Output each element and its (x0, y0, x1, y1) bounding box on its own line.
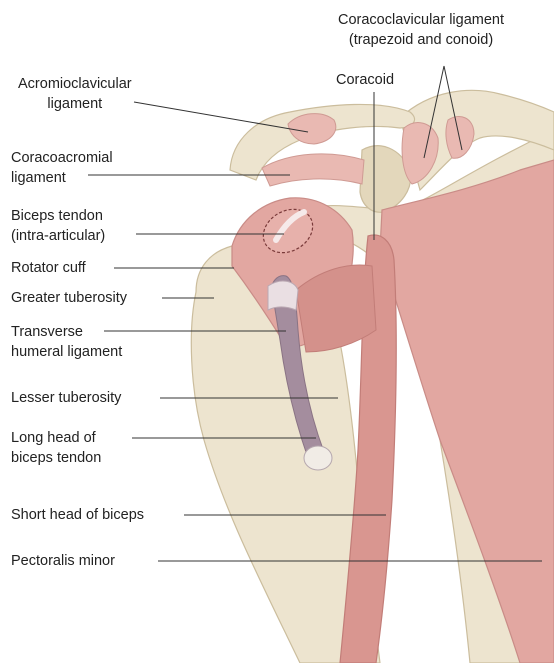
label-lesser-tuberosity-text: Lesser tuberosity (11, 388, 121, 408)
label-long-head-biceps: Long head of biceps tendon (11, 428, 101, 468)
label-acromioclavicular-line1: Acromioclavicular (18, 74, 132, 94)
label-transverse-line2: humeral ligament (11, 342, 122, 362)
label-biceps-intra-line2: (intra-articular) (11, 226, 105, 246)
label-coracoacromial-line1: Coracoacromial (11, 148, 113, 168)
label-greater-tuberosity-text: Greater tuberosity (11, 288, 127, 308)
label-transverse-line1: Transverse (11, 322, 122, 342)
coracoclavicular-ligament-conoid (446, 116, 474, 158)
label-long-head-line2: biceps tendon (11, 448, 101, 468)
long-head-biceps-tendon-end (304, 446, 332, 470)
label-coracoid: Coracoid (336, 70, 394, 90)
label-coracoclavicular-ligament: Coracoclavicular ligament (trapezoid and… (338, 10, 504, 50)
label-long-head-line1: Long head of (11, 428, 101, 448)
label-biceps-tendon-intra: Biceps tendon (intra-articular) (11, 206, 105, 246)
label-rotator-cuff: Rotator cuff (11, 258, 86, 278)
label-pectoralis-minor-text: Pectoralis minor (11, 551, 115, 571)
label-acromioclavicular-ligament: Acromioclavicular ligament (18, 74, 132, 114)
label-coracoacromial-ligament: Coracoacromial ligament (11, 148, 113, 188)
label-acromioclavicular-line2: ligament (18, 94, 132, 114)
label-short-head-text: Short head of biceps (11, 505, 144, 525)
label-biceps-intra-line1: Biceps tendon (11, 206, 105, 226)
label-coracoacromial-line2: ligament (11, 168, 113, 188)
label-pectoralis-minor: Pectoralis minor (11, 551, 115, 571)
transverse-humeral-ligament (268, 281, 298, 310)
label-greater-tuberosity: Greater tuberosity (11, 288, 127, 308)
label-lesser-tuberosity: Lesser tuberosity (11, 388, 121, 408)
label-rotator-cuff-text: Rotator cuff (11, 258, 86, 278)
label-coracoid-text: Coracoid (336, 70, 394, 90)
label-coracoclavicular-line1: Coracoclavicular ligament (338, 10, 504, 30)
label-coracoclavicular-line2: (trapezoid and conoid) (338, 30, 504, 50)
label-short-head-biceps: Short head of biceps (11, 505, 144, 525)
coracoacromial-ligament (262, 154, 364, 186)
label-transverse-humeral-ligament: Transverse humeral ligament (11, 322, 122, 362)
